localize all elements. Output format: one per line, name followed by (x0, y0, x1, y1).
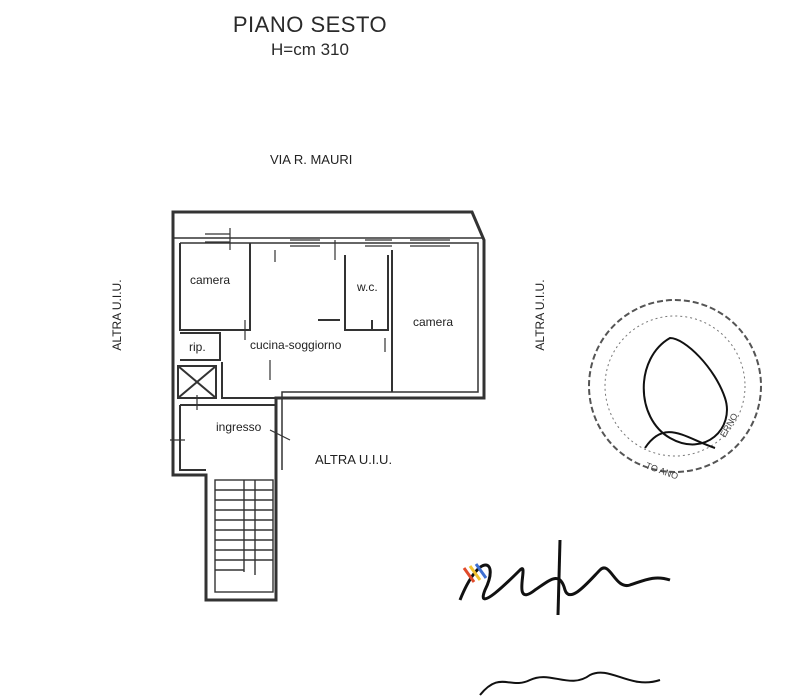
room-wc: w.c. (357, 280, 378, 294)
signature (458, 539, 671, 616)
room-camera-right: camera (413, 315, 454, 329)
floor-height: H=cm 310 (271, 40, 349, 59)
room-camera-left: camera (190, 273, 231, 287)
signature-lower (479, 671, 661, 696)
notary-stamp: ERNO TO ANO (588, 299, 762, 481)
room-rip: rip. (189, 340, 206, 354)
room-ingresso: ingresso (216, 420, 262, 434)
page-title: PIANO SESTO (232, 12, 388, 37)
street-label: VIA R. MAURI (270, 152, 353, 167)
svg-text:ERNO: ERNO (718, 411, 740, 439)
room-kitchen-living: cucina-soggiorno (250, 338, 342, 352)
neighbor-south-label: ALTRA U.I.U. (315, 452, 393, 467)
signature-mark-icon (462, 563, 488, 583)
svg-text:TO ANO: TO ANO (644, 460, 679, 481)
